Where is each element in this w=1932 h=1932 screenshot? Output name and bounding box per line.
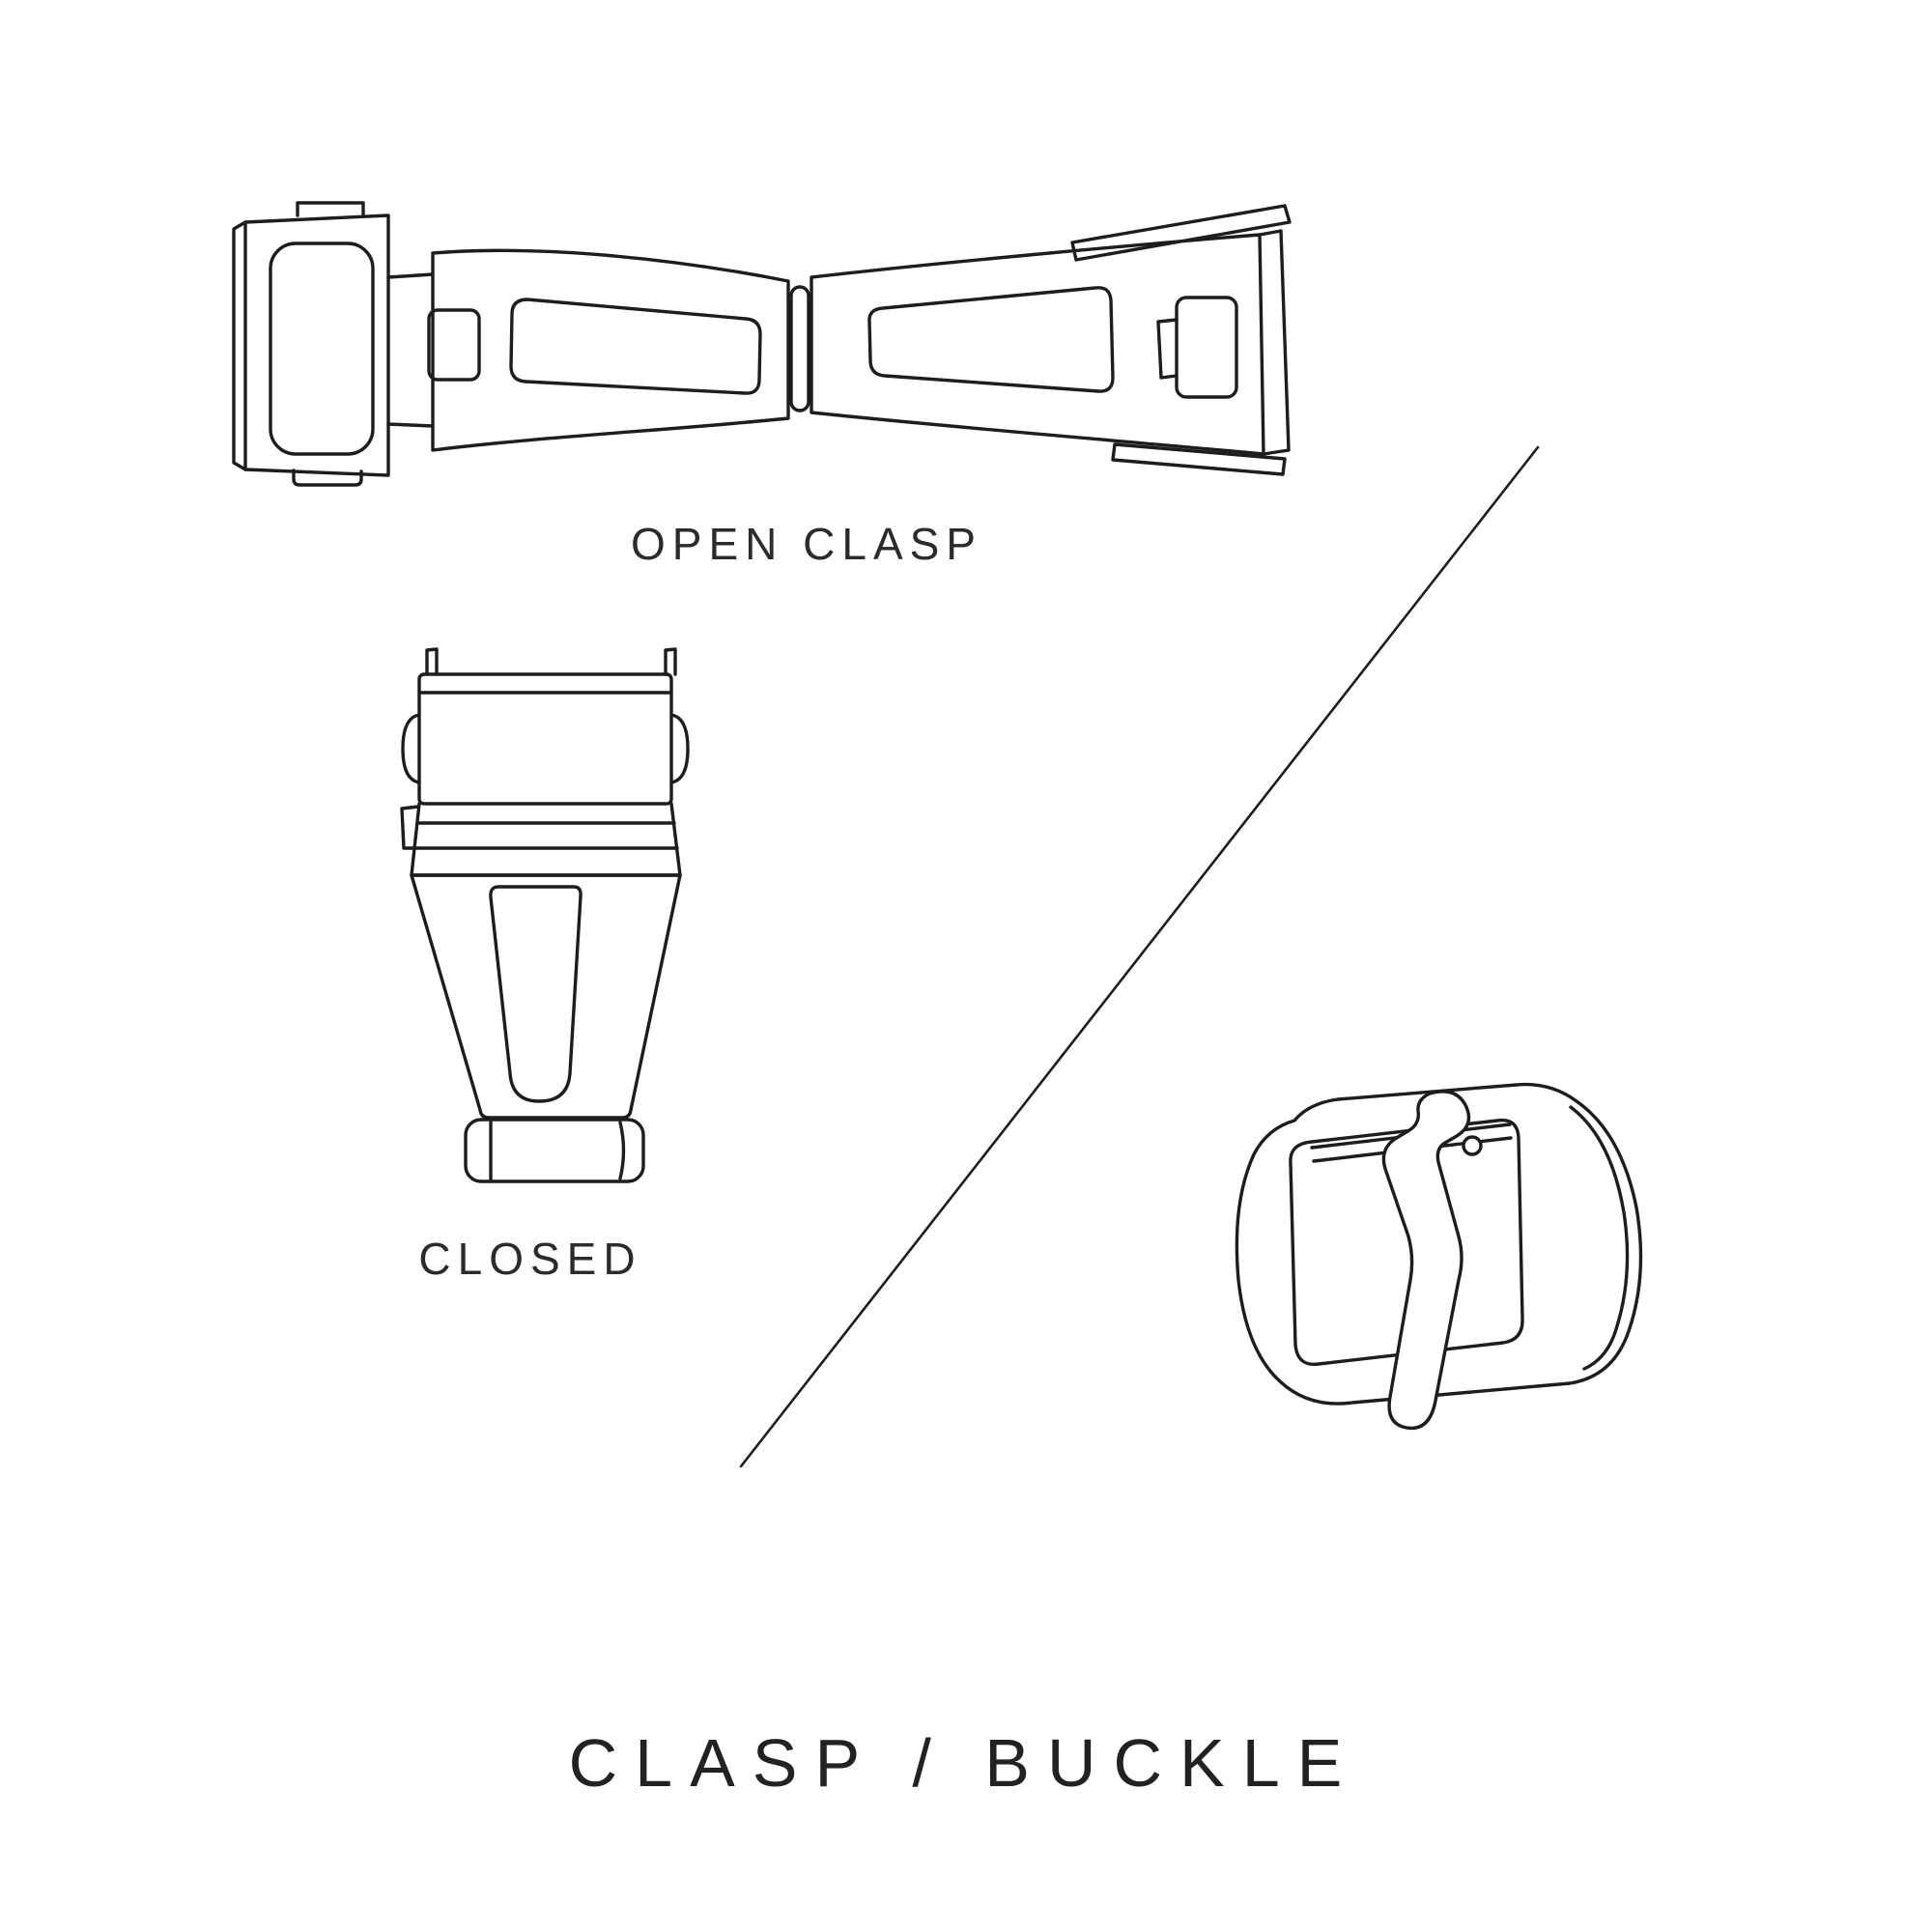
diagonal-divider-line	[739, 445, 1540, 1468]
tang-buckle-illustration	[1235, 1082, 1643, 1431]
closed-clasp-prongs	[425, 647, 677, 676]
closed-clasp-foot	[464, 1118, 645, 1183]
clasp-end-plates	[1070, 204, 1292, 476]
clasp-hinge	[789, 285, 810, 412]
clasp-left-arm	[427, 248, 790, 452]
buckle-tongue	[1381, 1090, 1483, 1431]
clasp-right-arm	[810, 233, 1265, 456]
clasp-left-end-link	[232, 201, 390, 487]
page-title: CLASP / BUCKLE	[568, 1725, 1360, 1801]
closed-clasp-band	[400, 802, 682, 877]
closed-clasp-body	[410, 873, 682, 1120]
closed-clasp-cover	[401, 672, 690, 806]
open-clasp-illustration	[232, 201, 1292, 487]
closed-label: CLOSED	[418, 1234, 642, 1284]
open-clasp-label: OPEN CLASP	[631, 519, 982, 569]
clasp-neck-joint	[386, 272, 435, 428]
closed-clasp-illustration	[400, 647, 690, 1183]
